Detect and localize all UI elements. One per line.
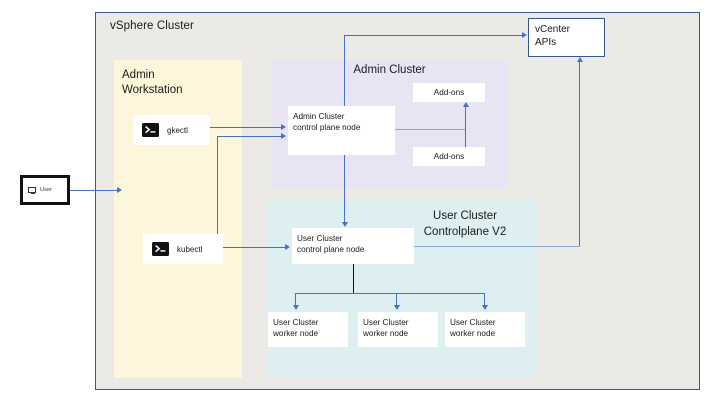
vcenter-apis-box[interactable]: vCenter APIs [528, 18, 605, 57]
worker1-line2: worker node [273, 329, 319, 338]
terminal-icon [142, 123, 159, 137]
addons-box-top[interactable]: Add-ons [413, 83, 485, 102]
monitor-icon [28, 186, 36, 194]
user-cluster-worker-node-3[interactable]: User Cluster worker node [445, 312, 525, 347]
user-cluster-title-line1: User Cluster [433, 210, 497, 222]
connector-gkectl-to-admin-cp [210, 126, 282, 128]
connector-user-cp-to-vcenter-run [414, 245, 580, 248]
user-cp-line2: control plane node [297, 245, 365, 254]
worker3-line1: User Cluster [450, 318, 496, 327]
connector-kubectl-to-admin-cp [217, 136, 282, 138]
arrowhead-user-to-cluster [117, 186, 122, 193]
gkectl-label: gkectl [167, 125, 188, 135]
arrowhead-worker2 [393, 305, 400, 310]
gkectl-tool-box[interactable]: gkectl [133, 115, 210, 145]
worker3-line2: worker node [450, 329, 496, 338]
connector-user-to-cluster [70, 189, 118, 191]
admin-cluster-control-plane-node[interactable]: Admin Cluster control plane node [288, 106, 395, 155]
arrowhead-gkectl-to-admin-cp [281, 123, 286, 130]
connector-admin-cp-to-addons-stem [395, 128, 466, 131]
arrowhead-admin-cp-to-vcenter [522, 32, 527, 38]
connector-user-cp-to-vcenter-riser [579, 62, 581, 246]
arrowhead-worker1 [292, 305, 299, 310]
worker2-line1: User Cluster [363, 318, 409, 327]
vsphere-cluster-title: vSphere Cluster [110, 20, 194, 32]
worker2-line2: worker node [363, 329, 409, 338]
arrowhead-admin-cp-to-user-cp [341, 222, 348, 227]
worker1-line1: User Cluster [273, 318, 319, 327]
connector-addons-vertical [465, 106, 467, 152]
user-cluster-title-line2: Controlplane V2 [423, 226, 507, 238]
user-cp-line1: User Cluster [297, 234, 343, 243]
addons-box-bottom[interactable]: Add-ons [413, 147, 485, 166]
admin-cp-line2: control plane node [293, 123, 361, 132]
connector-kubectl-to-user-cp [223, 246, 286, 248]
connector-worker-bus [295, 292, 485, 294]
vcenter-line2: APIs [535, 37, 557, 48]
connector-worker2-drop [396, 292, 398, 307]
connector-worker1-drop [295, 292, 297, 307]
user-actor-box[interactable]: User [20, 175, 70, 205]
connector-user-cp-worker-stem [353, 264, 355, 293]
kubectl-label: kubectl [177, 244, 203, 254]
connector-admin-cp-to-vcenter-riser [344, 35, 346, 107]
user-cluster-worker-node-1[interactable]: User Cluster worker node [268, 312, 348, 347]
user-actor-label: User [40, 187, 52, 193]
arrowhead-to-addons-top [462, 102, 469, 107]
vcenter-line1: vCenter [535, 24, 571, 35]
admin-cp-line1: Admin Cluster [293, 112, 345, 121]
connector-worker3-drop [484, 292, 486, 307]
admin-workstation-title-line1: Admin [122, 69, 155, 81]
admin-workstation-title: Admin Workstation [122, 68, 232, 98]
arrowhead-kubectl-to-user-cp [285, 243, 290, 250]
admin-cluster-title: Admin Cluster [353, 64, 426, 76]
arrowhead-worker3 [481, 305, 488, 310]
terminal-icon [152, 242, 169, 256]
arrowhead-user-cp-to-vcenter [576, 57, 583, 62]
kubectl-tool-box[interactable]: kubectl [143, 234, 223, 264]
user-cluster-title: User Cluster Controlplane V2 [400, 208, 530, 240]
arrowhead-kubectl-to-admin-cp [281, 133, 286, 139]
connector-admin-cp-to-user-cp [344, 155, 346, 223]
connector-kubectl-riser [217, 136, 219, 249]
admin-workstation-panel [114, 60, 242, 378]
admin-workstation-title-line2: Workstation [122, 84, 183, 96]
user-cluster-worker-node-2[interactable]: User Cluster worker node [358, 312, 438, 347]
user-cluster-control-plane-node[interactable]: User Cluster control plane node [292, 228, 414, 264]
connector-admin-cp-to-vcenter [344, 35, 522, 37]
